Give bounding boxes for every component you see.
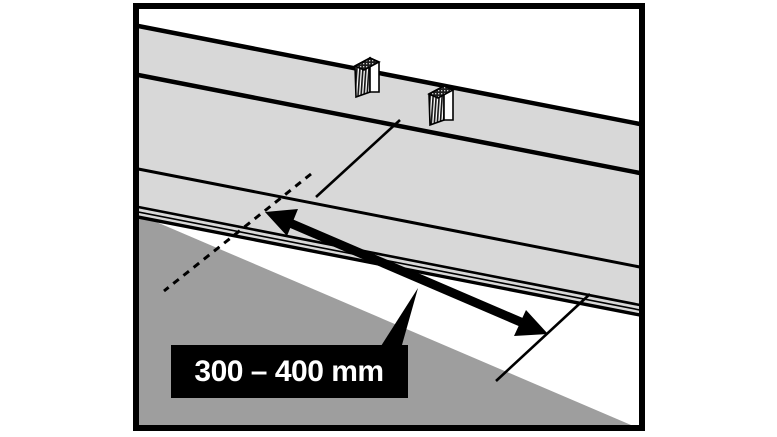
dimension-callout-box: 300 – 400 mm [171,345,408,398]
dimension-value-text: 300 – 400 mm [194,355,383,388]
panel-butt-joint-upper [315,119,401,198]
illustration-border-overlay [133,3,645,431]
roof-top-edge-line [136,23,642,127]
dimension-arrowhead-right [514,310,548,336]
upper-panel-course [136,25,642,174]
fastener-spacing-dimension [265,209,548,336]
course-joint-line-upper [136,72,642,176]
callout-leader [381,288,418,352]
panel-butt-joint-lower [495,293,591,382]
lower-panel-course [136,168,642,316]
fastener-clip-left [353,56,381,99]
middle-panel-course [136,74,642,268]
illustration-content: 300 – 400 mm [136,6,642,428]
callout-box-background [171,345,408,398]
course-joint-line-lower [136,167,642,269]
reference-dashed-line [163,172,312,293]
fastener-clip-right [427,84,455,127]
dimension-arrowhead-left [265,209,298,236]
